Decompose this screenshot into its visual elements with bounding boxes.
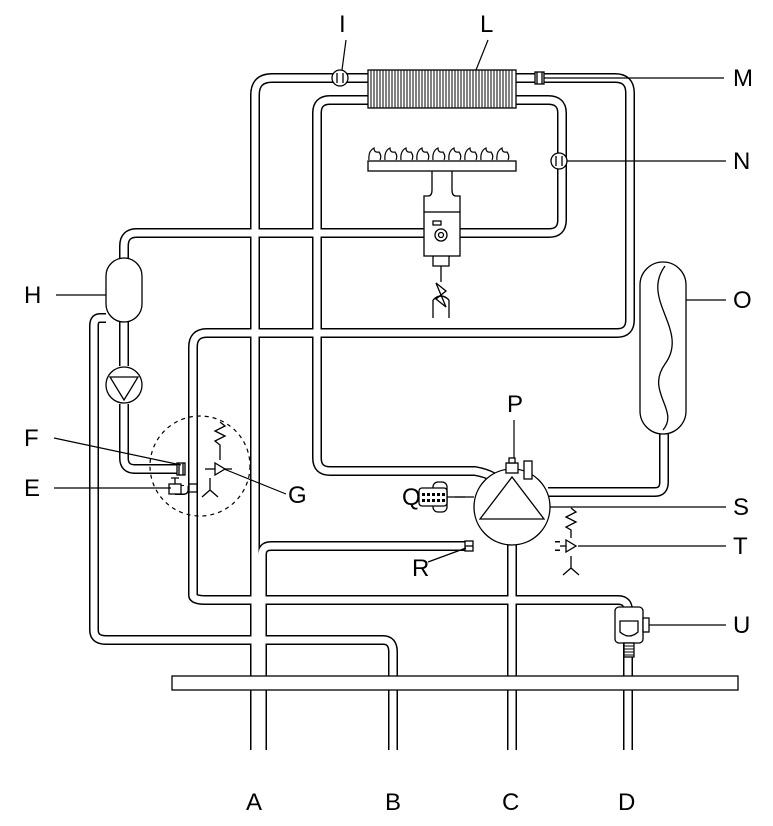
callout-labels: I L M N H O P F E G Q S T R U A B C D xyxy=(24,11,753,816)
label-d: D xyxy=(618,789,635,816)
label-q: Q xyxy=(402,484,421,511)
pressure-switch xyxy=(418,481,474,513)
label-n: N xyxy=(733,148,750,175)
safety-valve-g xyxy=(201,421,232,498)
automatic-air-vent xyxy=(505,457,533,480)
label-h: H xyxy=(24,282,41,309)
gas-valve xyxy=(423,211,461,318)
filter xyxy=(464,540,474,552)
label-u: U xyxy=(733,612,750,639)
dhw-heat-exchanger xyxy=(105,257,143,323)
small-pump xyxy=(105,366,143,404)
detail-circle xyxy=(149,415,251,517)
label-b: B xyxy=(385,789,401,816)
label-t: T xyxy=(733,533,748,560)
three-way-valve xyxy=(614,606,650,658)
return-temperature-sensor xyxy=(550,152,568,170)
base-plate xyxy=(171,675,739,691)
safety-valve-s xyxy=(560,507,580,576)
label-s: S xyxy=(733,494,749,521)
heat-exchanger xyxy=(367,69,517,109)
label-l: L xyxy=(480,11,493,38)
label-g: G xyxy=(288,482,307,509)
component-e xyxy=(168,477,182,495)
leader-lines xyxy=(53,39,726,626)
label-a: A xyxy=(246,789,262,816)
component-e-fitting xyxy=(188,483,198,493)
label-c: C xyxy=(502,789,519,816)
label-f: F xyxy=(24,425,39,452)
label-o: O xyxy=(733,287,752,314)
label-r: R xyxy=(412,555,429,582)
burner xyxy=(367,147,517,212)
expansion-vessel xyxy=(639,261,687,435)
label-i: I xyxy=(339,11,346,38)
pipe-network xyxy=(89,73,669,750)
label-e: E xyxy=(24,475,40,502)
label-p: P xyxy=(507,391,523,418)
safety-thermostat-sensor xyxy=(331,69,349,87)
flow-temperature-sensor xyxy=(534,71,545,85)
label-m: M xyxy=(733,65,753,92)
main-circulating-pump xyxy=(473,468,551,546)
